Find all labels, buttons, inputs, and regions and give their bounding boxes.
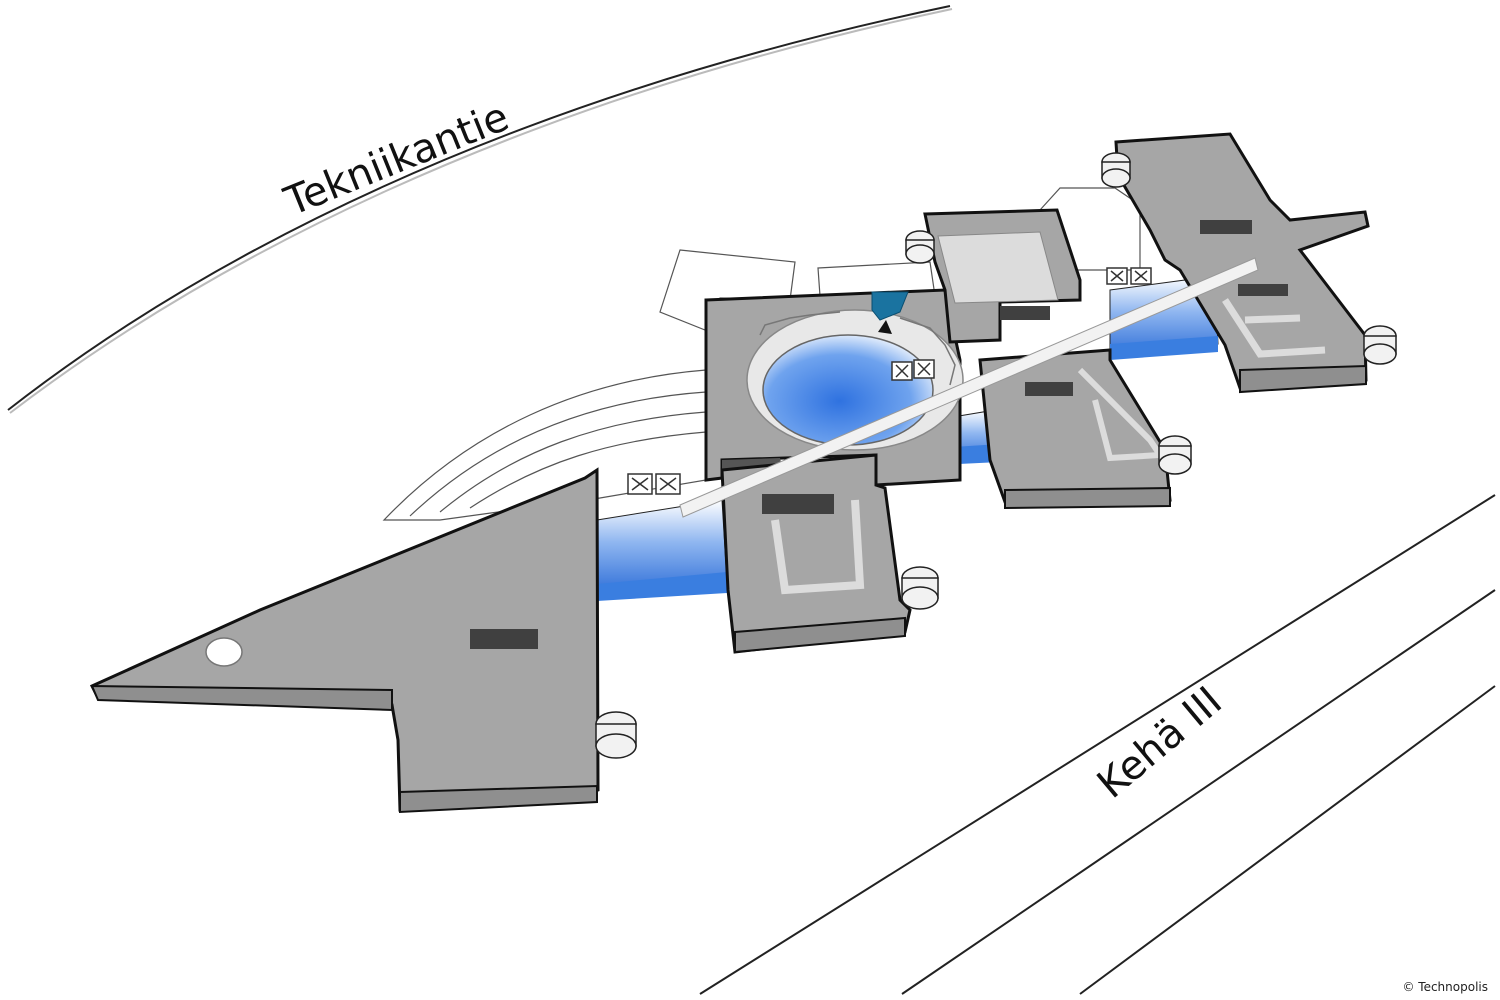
you-are-here-marker <box>871 291 909 321</box>
wing-west <box>89 467 600 814</box>
stair-towers <box>595 152 1397 759</box>
wing-south-middle <box>978 348 1172 510</box>
wing-central <box>704 288 964 487</box>
copyright-label: © Technopolis <box>1402 980 1488 994</box>
road-label-tekniikantie: Tekniikantie <box>278 94 516 226</box>
road-tekniikantie <box>7 5 953 414</box>
wing-north-middle <box>923 208 1082 344</box>
road-keha-iii <box>699 494 1496 995</box>
walkway <box>679 257 1259 518</box>
elevator-boxes <box>627 267 1152 495</box>
you-are-here-arrow <box>878 320 892 334</box>
road-label-keha-iii: Kehä III <box>1089 678 1231 808</box>
